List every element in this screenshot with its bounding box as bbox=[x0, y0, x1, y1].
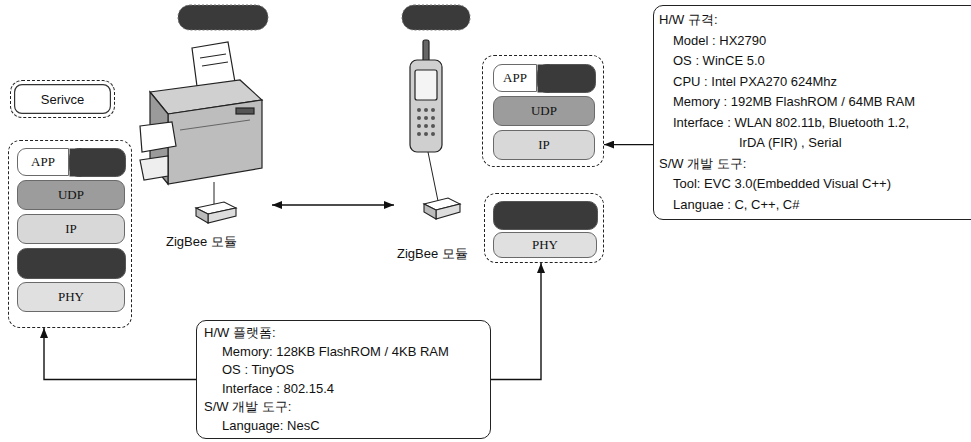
spec-line: Interface : 802.15.4 bbox=[204, 380, 484, 399]
spec-heading: H/W 플랫폼: bbox=[204, 324, 484, 343]
app-layer: APP bbox=[493, 64, 537, 92]
protocol-stack: APP UDP IP bbox=[482, 55, 604, 167]
device-badge bbox=[402, 5, 470, 30]
zigbee-module bbox=[196, 202, 236, 223]
spec-line: S/W 개발 도구: bbox=[659, 154, 971, 175]
spec-line: Languae : C, C++, C# bbox=[659, 195, 971, 216]
phy-layer: PHY bbox=[493, 232, 597, 258]
spec-box: H/W 플랫폼:Memory: 128KB FlashROM / 4KB RAM… bbox=[196, 320, 491, 439]
node-label: UDP bbox=[531, 103, 557, 119]
transport-layer: UDP bbox=[17, 180, 125, 210]
spec-line: Memory : 192MB FlashROM / 64MB RAM bbox=[659, 92, 971, 113]
service-box: Serivce bbox=[10, 80, 115, 118]
wireless-link-arrow bbox=[272, 204, 394, 206]
protocol-stack: APP UDP IP PHY bbox=[8, 140, 132, 328]
node-label: Serivce bbox=[41, 92, 84, 107]
printer-illustration bbox=[140, 42, 262, 184]
transport-layer: UDP bbox=[493, 96, 595, 126]
spec-line: CPU : Intel PXA270 624Mhz bbox=[659, 72, 971, 93]
spec-line: Model : HX2790 bbox=[659, 31, 971, 52]
phy-layer: PHY bbox=[17, 282, 125, 312]
protocol-stack: PHY bbox=[484, 193, 604, 263]
network-layer: IP bbox=[493, 130, 595, 160]
spec-line: Tool: EVC 3.0(Embedded Visual C++) bbox=[659, 174, 971, 195]
spec-line: S/W 개발 도구: bbox=[204, 398, 484, 417]
node-label: IP bbox=[538, 137, 550, 153]
spec-heading: H/W 규격: bbox=[659, 10, 971, 31]
node-label: PHY bbox=[532, 237, 558, 253]
node-label: UDP bbox=[58, 187, 84, 203]
spec-line: Language: NesC bbox=[204, 417, 484, 436]
spec-line: Memory: 128KB FlashROM / 4KB RAM bbox=[204, 343, 484, 362]
module-label: ZigBee 모듈 bbox=[166, 233, 237, 251]
spec-box: H/W 규격:Model : HX2790OS : WinCE 5.0CPU :… bbox=[653, 5, 971, 220]
spec-line: OS : WinCE 5.0 bbox=[659, 51, 971, 72]
phone-illustration bbox=[410, 40, 442, 152]
spec-line: OS : TinyOS bbox=[204, 361, 484, 380]
node-label: APP bbox=[31, 154, 55, 170]
network-layer: IP bbox=[17, 214, 125, 244]
device-badge bbox=[178, 5, 268, 30]
module-wire bbox=[428, 152, 438, 201]
node-label: IP bbox=[65, 221, 77, 237]
module-label: ZigBee 모듈 bbox=[397, 245, 468, 263]
module-wire bbox=[214, 182, 215, 204]
node-label: PHY bbox=[58, 289, 84, 305]
app-layer: APP bbox=[17, 148, 69, 176]
leader-arrow bbox=[44, 328, 196, 380]
leader-arrow bbox=[491, 263, 541, 380]
leader-arrow bbox=[604, 144, 653, 145]
node-label: APP bbox=[503, 70, 527, 86]
spec-line: Interface : WLAN 802.11b, Bluetooth 1.2,… bbox=[659, 113, 918, 154]
zigbee-module bbox=[424, 198, 460, 219]
